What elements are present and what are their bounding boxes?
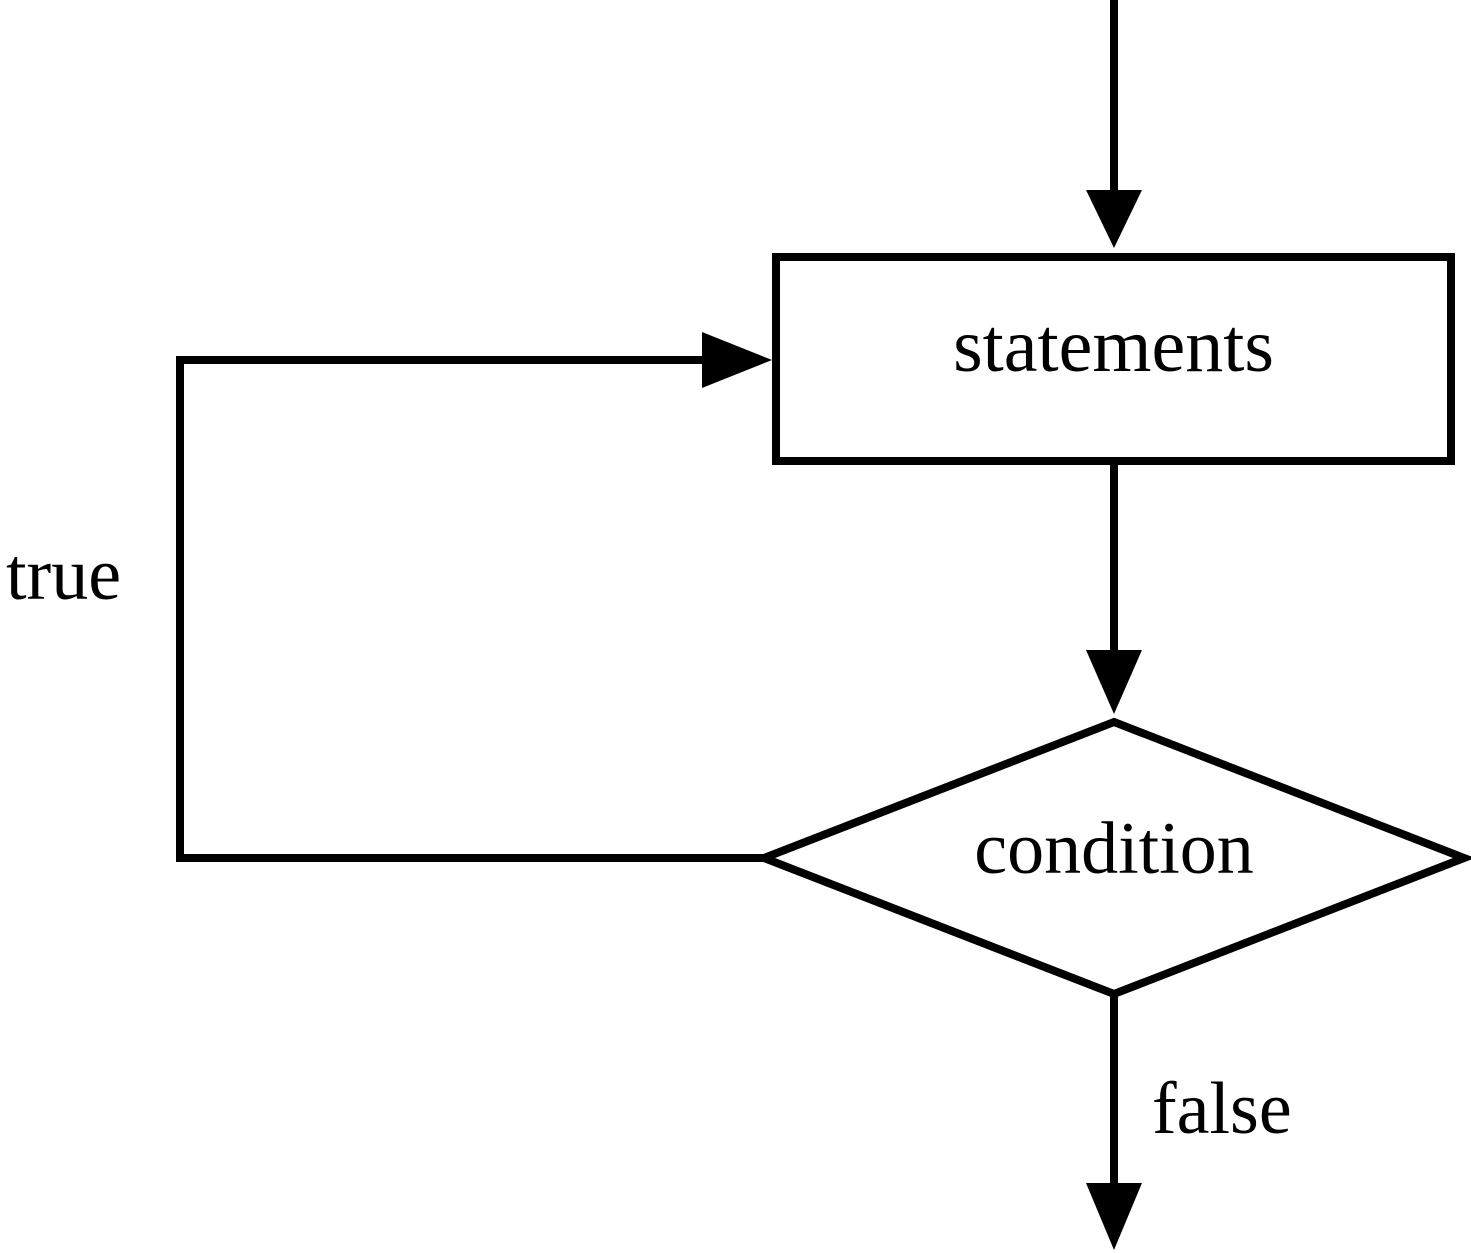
edge-true-loopback <box>176 332 772 862</box>
edge-false-exit <box>1086 994 1142 1250</box>
condition-node-label: condition <box>974 808 1254 890</box>
statements-box[interactable] <box>772 253 1455 465</box>
true-loopback-line <box>176 356 764 862</box>
edge-entry-arrow <box>1086 0 1142 248</box>
statements-to-condition-arrowhead-icon <box>1086 650 1142 714</box>
false-exit-arrowhead-icon <box>1086 1183 1142 1250</box>
entry-arrowhead-icon <box>1086 190 1142 248</box>
false-branch-label: false <box>1152 1068 1292 1150</box>
true-loopback-arrowhead-icon <box>702 332 772 388</box>
true-branch-label: true <box>6 534 122 616</box>
edge-statements-to-condition <box>1086 465 1142 714</box>
statements-node-label: statements <box>953 304 1274 388</box>
